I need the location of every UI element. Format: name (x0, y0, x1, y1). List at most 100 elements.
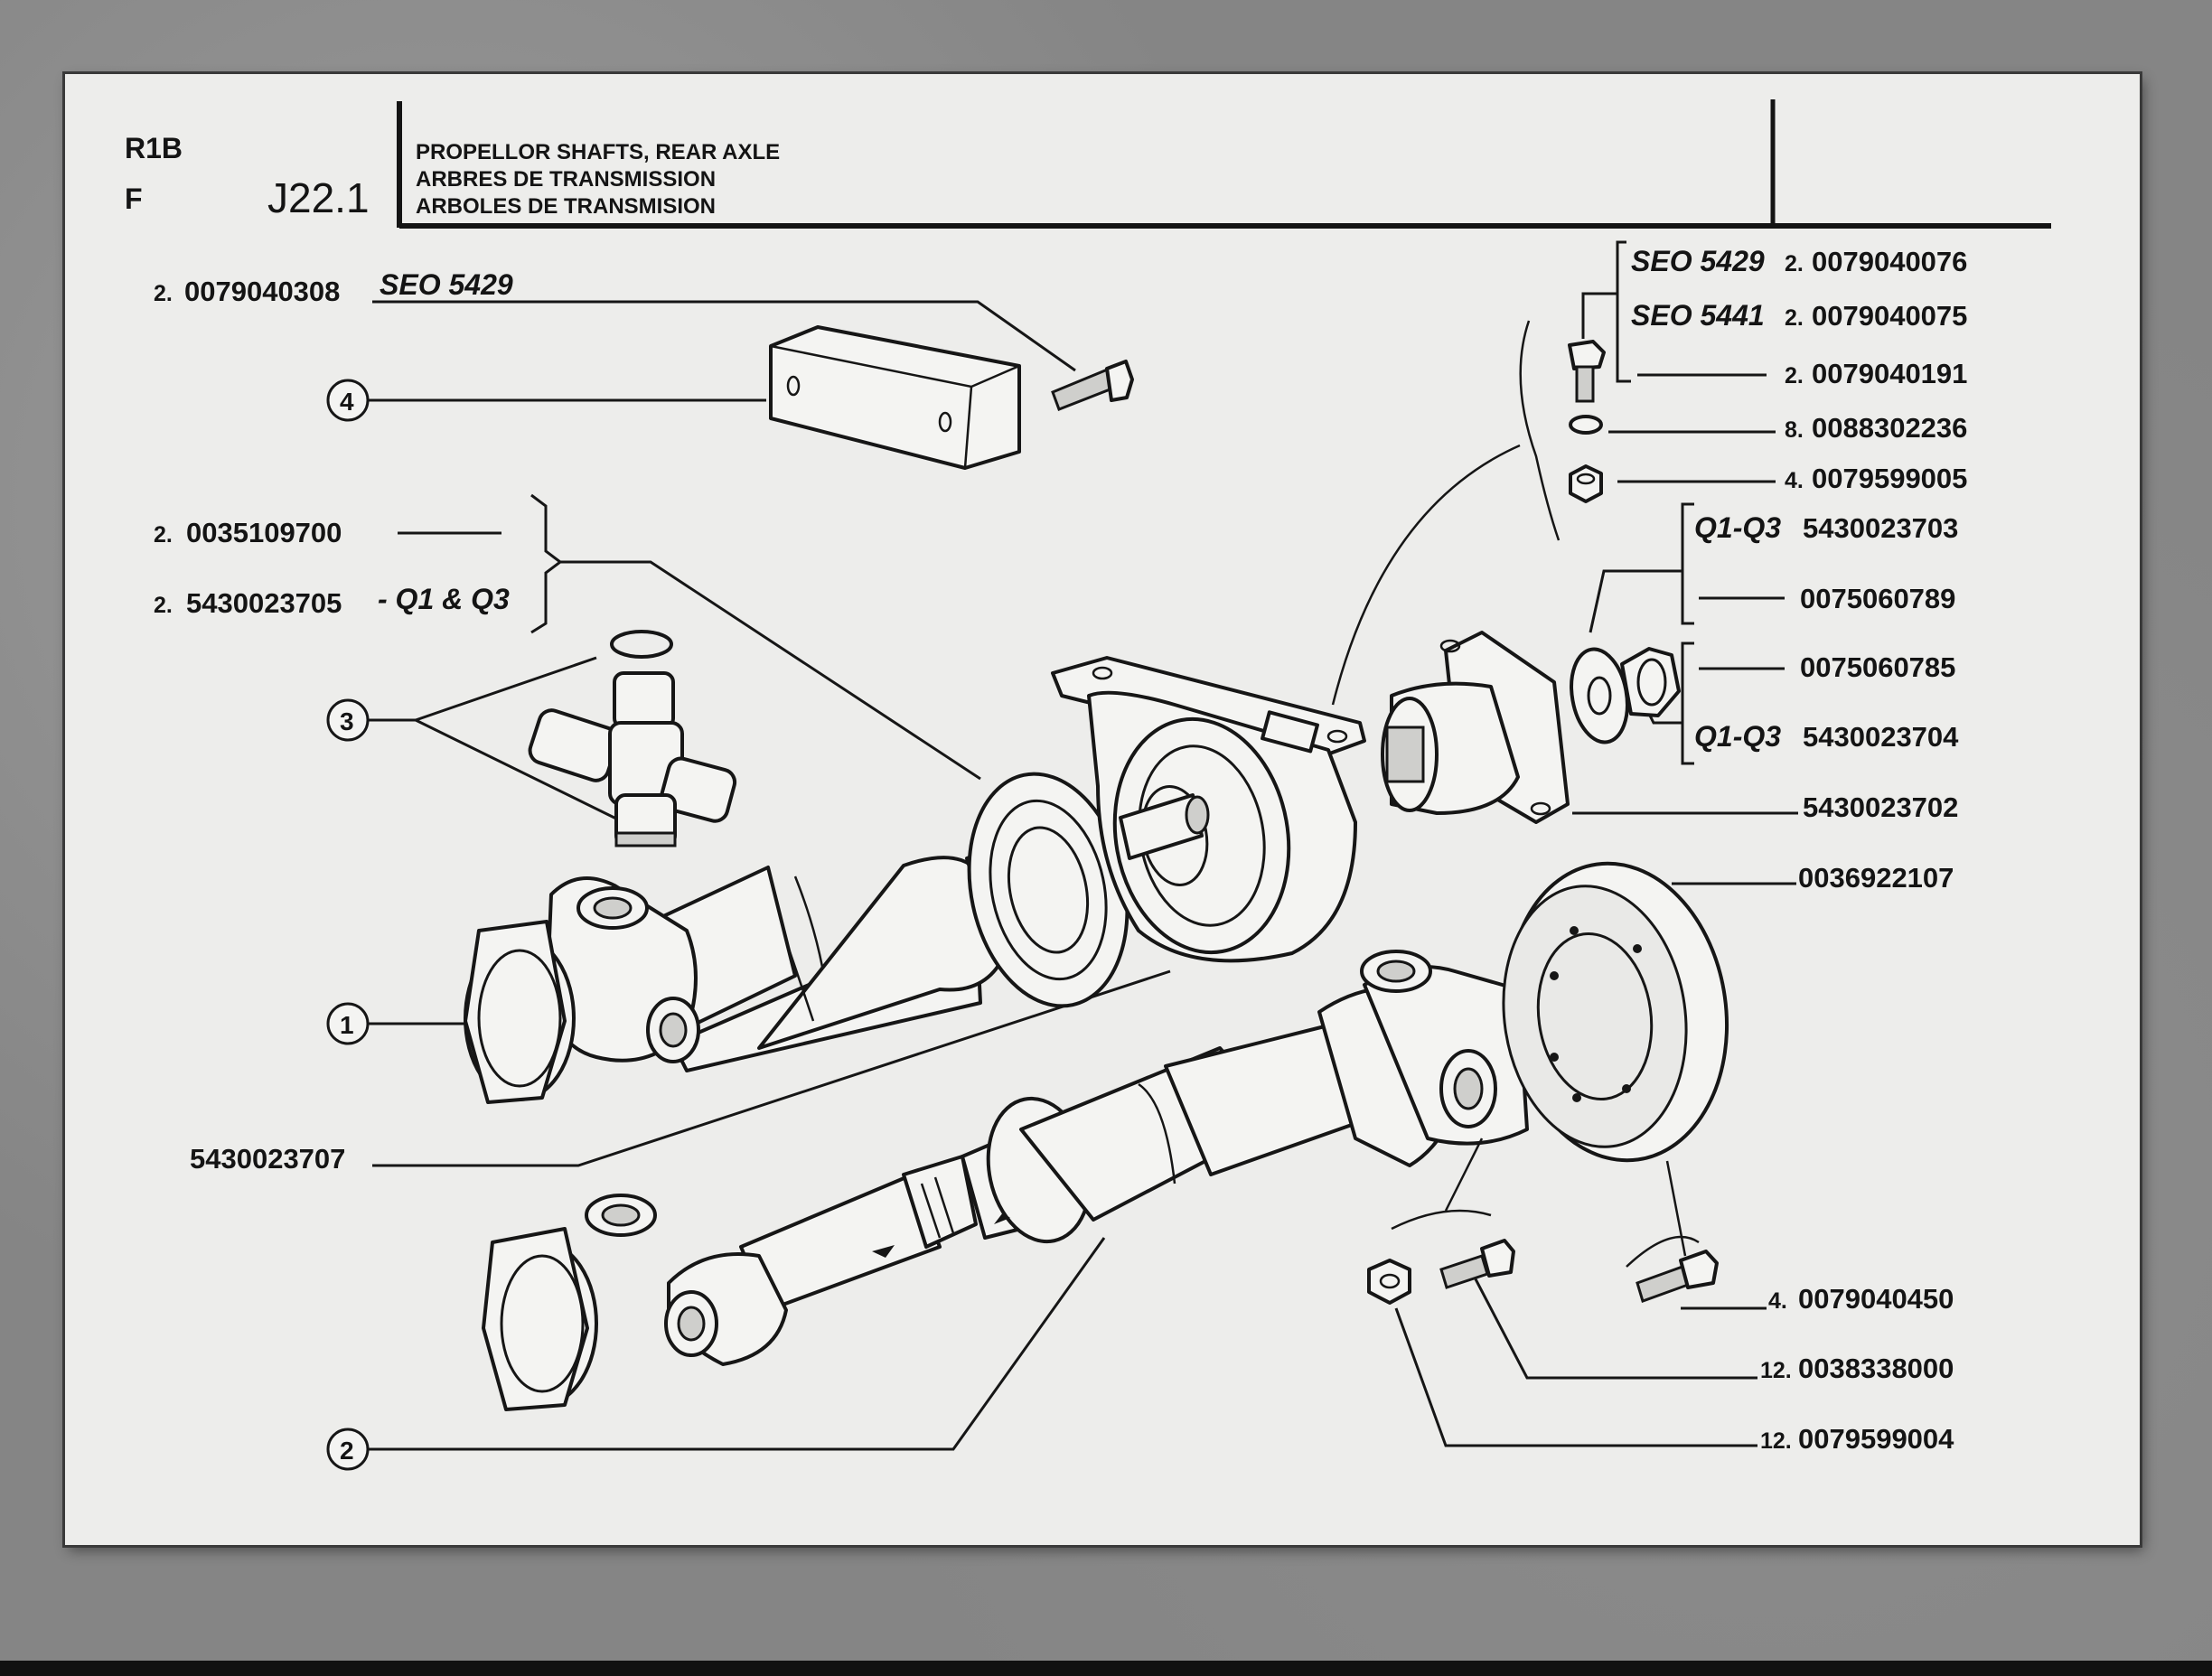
variant-tag: Q1-Q3 (1694, 720, 1781, 753)
propeller-shaft-1 (464, 856, 1005, 1104)
variant-tag: Q1-Q3 (1694, 511, 1781, 544)
part-code: 0075060789 (1800, 583, 1955, 614)
variant-tag: - Q1 & Q3 (378, 583, 510, 615)
coupling-leader (1665, 1160, 1687, 1257)
callout-5430023703: Q1-Q3 5430023703 (1694, 511, 1958, 544)
variant-tag: SEO 5441 (1631, 299, 1765, 332)
callout-0079599004: 12. 0079599004 (1394, 1307, 1954, 1455)
part-code: 0088302236 (1812, 412, 1967, 444)
item-ref-2: 2 (326, 1237, 1106, 1471)
qty: 2. (1785, 363, 1804, 389)
hardware-leader (1331, 444, 1521, 706)
qty: 2. (154, 281, 173, 306)
flange-nut (1620, 647, 1681, 717)
part-code: 5430023703 (1803, 512, 1958, 544)
qty: 2. (1785, 251, 1804, 276)
callout-0088302236: 8. 0088302236 (1608, 412, 1967, 444)
part-code: 0035109700 (186, 517, 342, 548)
hardware-arc-lower (1391, 1209, 1492, 1231)
part-code: 0036922107 (1798, 862, 1954, 894)
part-code: 0075060785 (1800, 651, 1955, 683)
part-code: 0079040076 (1812, 246, 1967, 277)
language-label: F (125, 183, 143, 215)
ref-number: 3 (340, 707, 354, 735)
callout-0075060785: 0075060785 (1699, 651, 1955, 683)
callout-0079599005: 4. 0079599005 (1617, 463, 1967, 494)
model-label: R1B (125, 132, 183, 164)
callout-0079040191: 2. 0079040191 (1637, 358, 1967, 389)
callout-5430023702: 5430023702 (1572, 791, 1958, 823)
leader-line (1394, 1307, 1757, 1447)
qty: 4. (1768, 1288, 1787, 1314)
leader-line (372, 300, 1076, 372)
propeller-shaft-2 (482, 986, 1466, 1411)
callout-0079040075: SEO 5441 2. 0079040075 (1631, 299, 1967, 332)
flexible-coupling (1502, 861, 1729, 1163)
part-code: 5430023702 (1803, 791, 1958, 823)
nut-icon (1569, 464, 1603, 503)
qty: 8. (1785, 417, 1804, 443)
seo-leader (1581, 292, 1617, 339)
flange-yoke (1381, 631, 1570, 824)
hex-nut-lower-icon (1367, 1259, 1411, 1305)
spline-shaft (1119, 793, 1210, 860)
title-spanish: ARBOLES DE TRANSMISION (416, 194, 716, 219)
spacer-block-4 (769, 325, 1021, 470)
hardware-arc-coupling (1626, 1235, 1700, 1268)
qty: 12. (1760, 1428, 1792, 1454)
part-code: 0038338000 (1798, 1353, 1954, 1384)
scan-edge (0, 1661, 2212, 1676)
flange-washer (1570, 647, 1629, 744)
bracket-lower (1681, 641, 1694, 765)
hex-bolt-icon (1568, 340, 1606, 403)
part-code: 0079040191 (1812, 358, 1967, 389)
seal-ring (967, 772, 1129, 1008)
qty: 2. (154, 522, 173, 548)
ref-number: 4 (340, 388, 354, 416)
part-code: 0079040075 (1812, 300, 1967, 332)
qty: 4. (1785, 468, 1804, 493)
part-code: 0079040308 (184, 276, 340, 307)
bolt-icon (1051, 360, 1134, 411)
variant-tag: SEO 5429 (380, 268, 513, 301)
part-code: 5430023705 (186, 587, 342, 619)
part-code: 0079599005 (1812, 463, 1967, 494)
part-code: 5430023707 (190, 1143, 345, 1175)
washer-icon (1569, 415, 1603, 435)
callout-0038338000: 12. 0038338000 (1471, 1273, 1954, 1384)
callout-0035109700: 2. 0035109700 (154, 517, 501, 548)
lower-flange-yoke (1360, 950, 1529, 1146)
brace (530, 493, 563, 634)
header-block: R1B F J22.1 PROPELLOR SHAFTS, REAR AXLE … (125, 99, 2051, 229)
callout-5430023705: 2. 5430023705 - Q1 & Q3 (154, 493, 981, 781)
callout-0079040308: 2. 0079040308 SEO 5429 (154, 268, 1076, 372)
leader-line (372, 969, 1171, 1167)
qty: 2. (154, 593, 173, 618)
variant-tag: SEO 5429 (1631, 245, 1765, 277)
universal-joint-cross (528, 630, 737, 847)
ref-number: 2 (340, 1437, 354, 1465)
leader-upper (1589, 569, 1682, 633)
bracket-upper (1681, 502, 1694, 625)
leader-line (1471, 1273, 1757, 1380)
bolt-coupling-icon (1636, 1250, 1719, 1303)
ref-number: 1 (340, 1011, 354, 1039)
callout-0036922107: 0036922107 (1672, 862, 1954, 894)
callout-5430023707: 5430023707 (190, 969, 1171, 1175)
part-code: 0079040450 (1798, 1283, 1954, 1315)
item-ref-1: 1 (326, 1002, 470, 1045)
callout-0075060789: 0075060789 (1699, 583, 1955, 614)
qty: 2. (1785, 305, 1804, 331)
hardware-arc (1519, 320, 1561, 541)
title-french: ARBRES DE TRANSMISSION (416, 167, 716, 192)
yoke-leader (1444, 1138, 1484, 1212)
part-code: 5430023704 (1803, 721, 1959, 753)
page-code: J22.1 (267, 174, 370, 221)
callout-0079040076: SEO 5429 2. 0079040076 (1631, 245, 1967, 277)
callout-0079040450: 4. 0079040450 (1681, 1283, 1954, 1315)
part-code: 0079599004 (1798, 1423, 1954, 1455)
item-ref-4: 4 (326, 379, 766, 422)
item-ref-3: 3 (326, 656, 624, 824)
qty: 12. (1760, 1358, 1792, 1383)
